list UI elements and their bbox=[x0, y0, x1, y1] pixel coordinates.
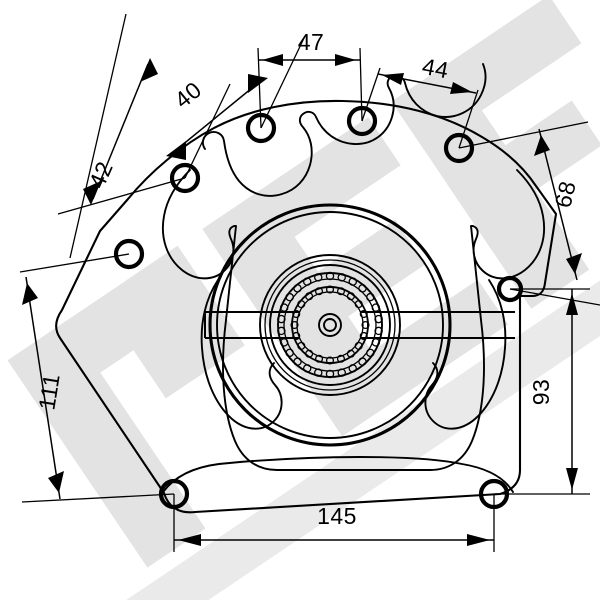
spline-tooth bbox=[366, 292, 375, 302]
housing-lower-inner-contour bbox=[162, 456, 514, 493]
hole-upper-4 bbox=[443, 132, 475, 164]
spline-tooth bbox=[314, 354, 324, 363]
spline-tooth bbox=[290, 320, 299, 330]
dimension-145-label: 145 bbox=[317, 503, 357, 529]
hub-body-third-ring bbox=[269, 264, 391, 386]
spline-tooth bbox=[337, 368, 346, 377]
spline-tooth bbox=[371, 338, 381, 347]
central-hub-assembly bbox=[208, 203, 452, 447]
dimension-47: 47 bbox=[257, 29, 363, 129]
dimension-111-label: 111 bbox=[33, 372, 64, 412]
spline-tooth bbox=[285, 292, 294, 302]
hole-left bbox=[113, 238, 145, 270]
hub-flange-inner-ring bbox=[216, 211, 444, 439]
dimension-42: 42 bbox=[57, 13, 186, 259]
dimension-145: 145 bbox=[173, 494, 495, 552]
spline-tooth bbox=[354, 300, 363, 309]
hub-spoke-bars bbox=[204, 311, 515, 339]
spline-tooth bbox=[292, 309, 301, 319]
spline-tooth bbox=[314, 368, 323, 377]
spline-tooth bbox=[325, 369, 335, 379]
watermark-logo bbox=[7, 0, 600, 600]
spline-tooth bbox=[325, 271, 335, 281]
spline-tooth bbox=[285, 348, 294, 358]
spline-tooth bbox=[297, 300, 306, 309]
hub-outer-spline-ring bbox=[277, 271, 383, 379]
spline-tooth bbox=[277, 326, 286, 336]
spline-tooth bbox=[292, 331, 301, 341]
spline-tooth bbox=[293, 284, 302, 293]
dimension-93-label: 93 bbox=[528, 379, 554, 406]
housing-inner-pocket bbox=[162, 169, 545, 471]
spline-tooth bbox=[314, 287, 324, 296]
dimension-40: 40 bbox=[166, 35, 306, 179]
spline-tooth bbox=[293, 357, 302, 366]
dimension-47-label: 47 bbox=[298, 29, 325, 55]
spline-tooth bbox=[336, 287, 346, 296]
spline-tooth bbox=[358, 284, 367, 293]
spline-tooth bbox=[374, 326, 383, 336]
spline-tooth bbox=[348, 277, 358, 286]
hub-body-outer-ring bbox=[259, 254, 401, 396]
dimension-68: 68 bbox=[458, 121, 600, 306]
housing-scalloped-contour bbox=[201, 63, 487, 197]
spline-tooth bbox=[346, 349, 355, 358]
spline-tooth bbox=[371, 303, 381, 312]
spline-tooth bbox=[337, 273, 346, 282]
spline-tooth bbox=[348, 364, 358, 373]
spline-tooth bbox=[297, 341, 306, 350]
dimension-111: 111 bbox=[19, 253, 175, 503]
spline-tooth bbox=[361, 320, 370, 330]
spline-tooth bbox=[325, 356, 335, 365]
hole-upper-left bbox=[169, 162, 201, 194]
dimension-93: 93 bbox=[494, 288, 590, 495]
spline-tooth bbox=[374, 314, 383, 324]
hub-center-boss-inner bbox=[323, 318, 337, 332]
dimension-44-label: 44 bbox=[420, 53, 451, 84]
spline-tooth bbox=[358, 357, 367, 366]
spline-tooth bbox=[279, 338, 289, 347]
spline-tooth bbox=[359, 309, 368, 319]
spline-tooth bbox=[354, 341, 363, 350]
spline-tooth bbox=[366, 348, 375, 358]
spline-tooth bbox=[279, 303, 289, 312]
spline-tooth bbox=[314, 273, 323, 282]
hub-center-boss-outer bbox=[318, 313, 342, 337]
dimension-68-label: 68 bbox=[550, 178, 581, 210]
spline-tooth bbox=[346, 292, 355, 301]
spline-tooth bbox=[336, 354, 346, 363]
hub-inner-spline-ring bbox=[290, 285, 370, 365]
spline-tooth bbox=[325, 285, 335, 294]
hub-outer-flange-ring bbox=[208, 203, 452, 447]
spline-tooth bbox=[302, 277, 312, 286]
spline-tooth bbox=[302, 364, 312, 373]
spline-tooth bbox=[359, 331, 368, 341]
dimension-40-label: 40 bbox=[169, 76, 206, 113]
spline-tooth bbox=[305, 349, 314, 358]
hub-body-second-ring bbox=[264, 259, 396, 391]
spline-tooth bbox=[277, 314, 286, 324]
dimension-44: 44 bbox=[361, 53, 479, 149]
spline-tooth bbox=[305, 292, 314, 301]
